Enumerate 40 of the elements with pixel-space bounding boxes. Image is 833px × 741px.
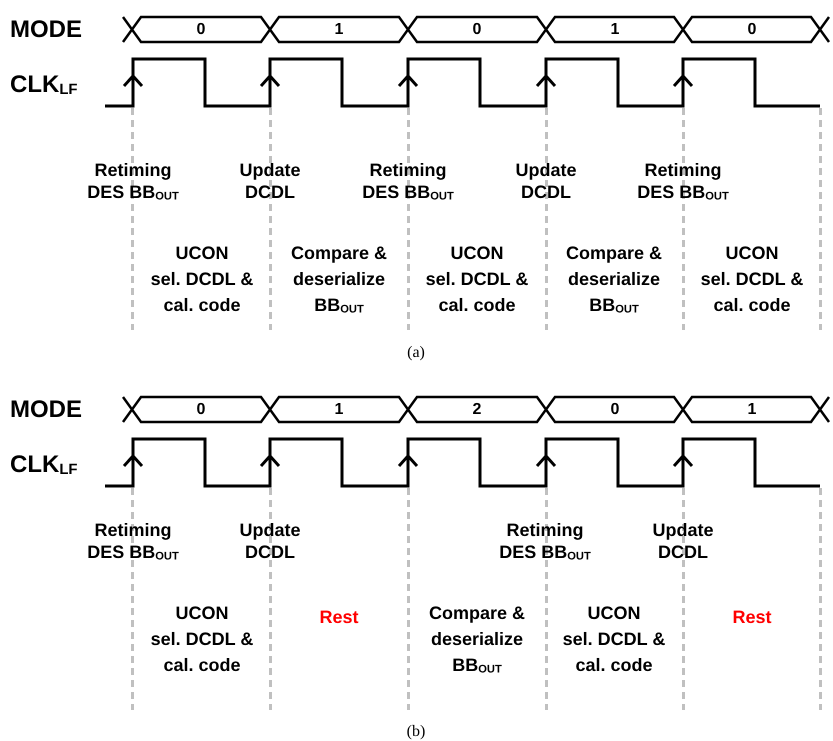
mode-value: 0: [196, 20, 206, 38]
phase-label: sel. DCDL & cal. code: [700, 268, 804, 317]
event-label: Retiming DES BB$_{OUT}$: [86, 159, 180, 205]
phase-label: sel. DCDL & cal. code: [150, 268, 254, 317]
event-label: Retiming DES BB$_{OUT}$: [86, 519, 180, 565]
phase-label: Compare & deserialize BB$_{OUT}$: [428, 602, 526, 678]
mode-value: 1: [334, 400, 344, 418]
phase-label: UCON: [174, 602, 230, 625]
phase-label: UCON: [450, 242, 504, 265]
mode-value: 1: [334, 20, 344, 38]
panel-caption: (a): [406, 342, 426, 362]
phase-label: sel. DCDL & cal. code: [562, 628, 666, 677]
event-label: Update DCDL: [651, 519, 714, 563]
signal-name: MODE: [10, 14, 82, 44]
mode-value: 1: [610, 20, 620, 38]
mode-value: 2: [472, 400, 482, 418]
panel-caption: (b): [406, 722, 426, 740]
phase-label: sel. DCDL & cal. code: [424, 268, 530, 317]
mode-value: 1: [746, 400, 758, 418]
event-label: Update DCDL: [238, 519, 302, 563]
event-label: Retiming DES BB$_{OUT}$: [498, 519, 592, 565]
mode-value: 0: [472, 20, 482, 38]
phase-label: Compare & deserialize BB$_{OUT}$: [290, 242, 388, 318]
phase-label: Rest: [318, 606, 360, 629]
event-label: Retiming DES BB$_{OUT}$: [636, 159, 730, 205]
event-label: Update DCDL: [514, 159, 578, 203]
event-label: Retiming DES BB$_{OUT}$: [361, 159, 455, 205]
phase-label: UCON: [174, 242, 230, 265]
phase-label: UCON: [586, 602, 642, 625]
phase-label: Rest: [731, 606, 772, 629]
phase-label: sel. DCDL & cal. code: [150, 628, 254, 677]
mode-value: 0: [610, 400, 620, 418]
mode-value: 0: [746, 20, 758, 38]
signal-name: MODE: [10, 394, 82, 424]
signal-name: CLK$_{LF}$: [10, 450, 78, 480]
mode-value: 0: [196, 400, 206, 418]
phase-label: Compare & deserialize BB$_{OUT}$: [564, 242, 664, 318]
signal-name: CLK$_{LF}$: [10, 70, 78, 100]
phase-label: UCON: [724, 242, 780, 265]
event-label: Update DCDL: [238, 159, 302, 203]
